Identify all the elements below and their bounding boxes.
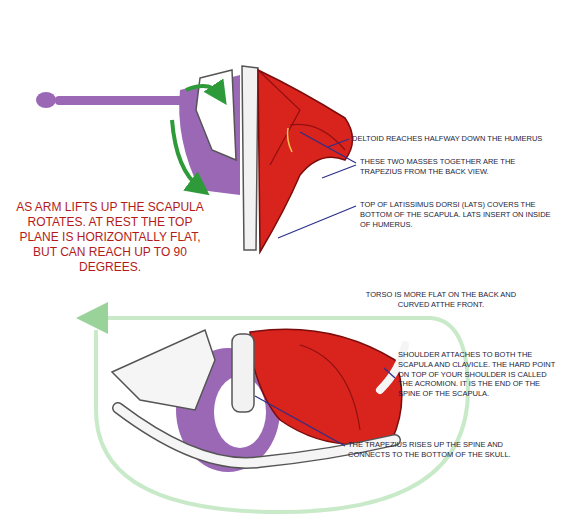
muscle-note: DELTOID REACHES HALFWAY DOWN THE HUMERUS [352, 134, 560, 144]
muscle-note: TOP OF LATISSIMUS DORSI (LATS) COVERS TH… [360, 200, 556, 229]
rotation-note: AS ARM LIFTS UP THE SCAPULA ROTATES. AT … [12, 200, 208, 275]
bone-note: SHOULDER ATTACHES TO BOTH THE SCAPULA AN… [398, 350, 558, 399]
muscle-note: THESE TWO MASSES TOGETHER ARE THE TRAPEZ… [360, 157, 540, 177]
torso-note: TORSO IS MORE FLAT ON THE BACK AND CURVE… [356, 290, 526, 310]
muscle-note: THE TRAPEZIUS RISES UP THE SPINE AND CON… [348, 440, 544, 460]
